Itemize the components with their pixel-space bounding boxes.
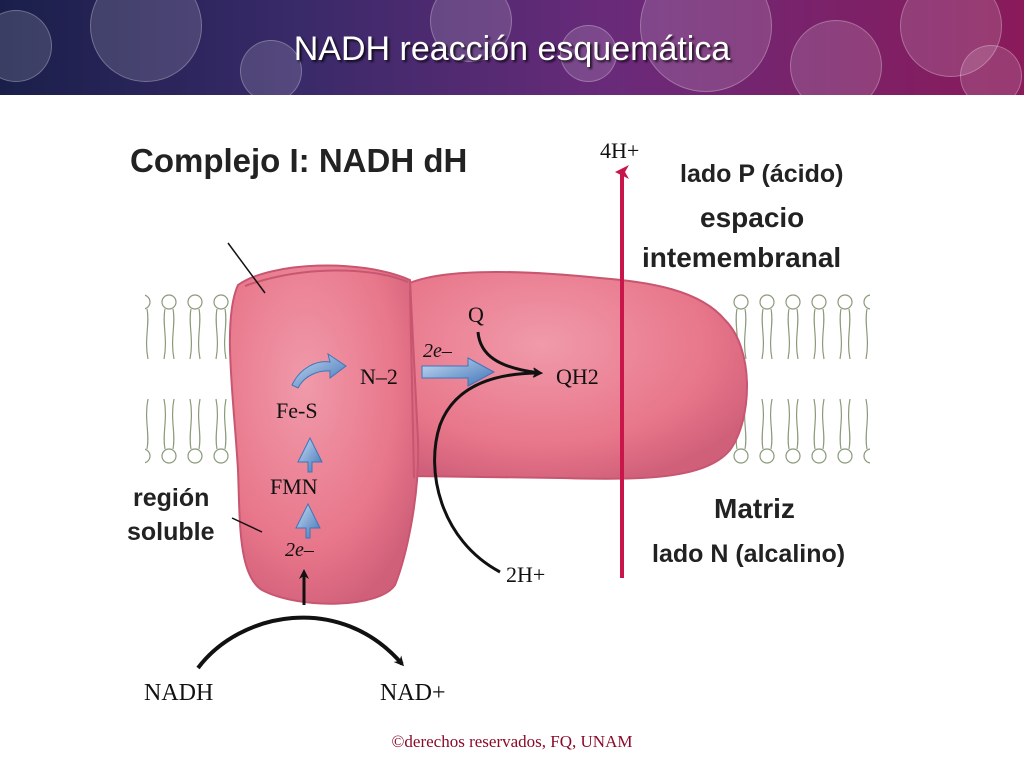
label-space-2: intemembranal: [642, 242, 841, 273]
label-4h: 4H+: [600, 138, 639, 163]
arrow-nadh-to-nad: [196, 615, 404, 670]
label-region-1: región: [133, 484, 209, 512]
peripheral-arm: [228, 264, 420, 605]
membrane-left: [145, 294, 245, 464]
bubble-decoration: [960, 45, 1022, 95]
label-qh2: QH2: [556, 364, 599, 389]
label-matrix: Matriz: [714, 493, 795, 524]
label-side-n: lado N (alcalino): [652, 540, 845, 568]
protein-top-ridge: [244, 269, 409, 287]
label-side-p: lado P (ácido): [680, 160, 843, 188]
membrane-right: [730, 294, 870, 464]
electron-arrow-fes-n2: [291, 352, 347, 389]
bubble-decoration: [560, 25, 617, 82]
domain-seam: [409, 289, 415, 479]
label-nad: NAD+: [380, 680, 446, 706]
electron-arrow-n2-q: [421, 357, 496, 387]
label-2h: 2H+: [506, 562, 545, 587]
label-space-1: espacio: [700, 202, 804, 233]
arrow-2h-to-qh2: [433, 368, 543, 574]
bubble-decoration: [900, 0, 1002, 77]
membrane-domain: [403, 271, 748, 480]
label-2e-bottom: 2e–: [285, 539, 315, 561]
label-fmn: FMN: [270, 474, 318, 499]
label-region-2: soluble: [127, 518, 215, 546]
copyright-footer: ©derechos reservados, FQ, UNAM: [391, 732, 633, 751]
bubble-decoration: [240, 40, 302, 95]
electron-arrow-fmn-fes: [297, 436, 323, 473]
arrow-q-to-qh2: [476, 331, 543, 378]
electron-arrow-2e-fmn: [295, 502, 321, 539]
figure-heading: Complejo I: NADH dH: [130, 142, 467, 179]
slide-title: NADH reacción esquemática: [293, 30, 731, 68]
label-fes: Fe-S: [276, 398, 318, 423]
label-nadh: NADH: [144, 680, 213, 706]
label-q: Q: [468, 302, 484, 327]
bubble-decoration: [790, 20, 882, 95]
leader-line-complex: [227, 242, 266, 294]
label-n2: N–2: [360, 364, 398, 389]
title-banner: NADH reacción esquemática: [0, 0, 1024, 95]
label-2e-top: 2e–: [423, 340, 453, 362]
leader-line-soluble: [231, 517, 263, 533]
